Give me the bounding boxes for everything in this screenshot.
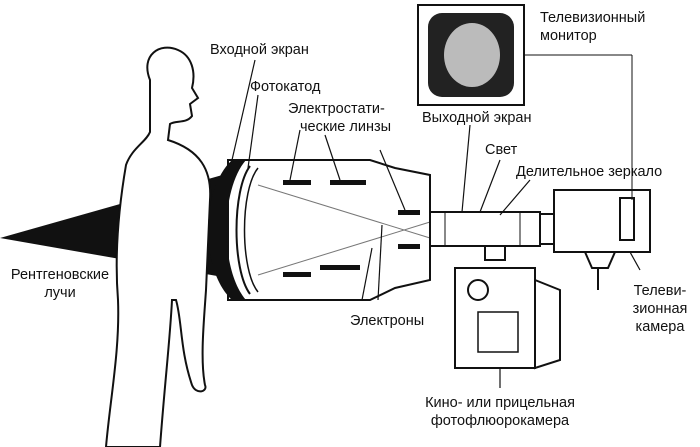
label-lenses-1: Электростати- xyxy=(288,101,385,117)
label-monitor-1: Телевизионный xyxy=(540,10,646,26)
optics-tube xyxy=(429,211,541,261)
label-lenses-2: ческие линзы xyxy=(300,119,392,135)
human-figure xyxy=(104,46,212,447)
leader-lines xyxy=(231,59,641,388)
label-mirror: Делительное зеркало xyxy=(516,164,663,180)
label-camera-3: камера xyxy=(635,319,685,335)
label-monitor-2: монитор xyxy=(540,28,597,44)
label-camera-1: Телеви- xyxy=(633,283,687,299)
intensifier-tube xyxy=(208,159,431,301)
label-film-2: фотофлюорокамера xyxy=(430,413,570,429)
label-film-1: Кино- или прицельная xyxy=(425,395,575,411)
label-input-screen: Входной экран xyxy=(210,42,309,58)
label-light: Свет xyxy=(485,142,518,158)
label-output-screen: Выходной экран xyxy=(422,110,532,126)
label-xray-2: лучи xyxy=(44,285,76,301)
label-electrons: Электроны xyxy=(350,313,425,329)
label-camera-2: зионная xyxy=(632,301,688,317)
film-camera xyxy=(454,267,561,370)
tv-monitor xyxy=(417,4,633,200)
label-photocathode: Фотокатод xyxy=(250,79,321,95)
tv-camera xyxy=(539,189,651,290)
label-xray-1: Рентгеновские xyxy=(10,267,110,283)
